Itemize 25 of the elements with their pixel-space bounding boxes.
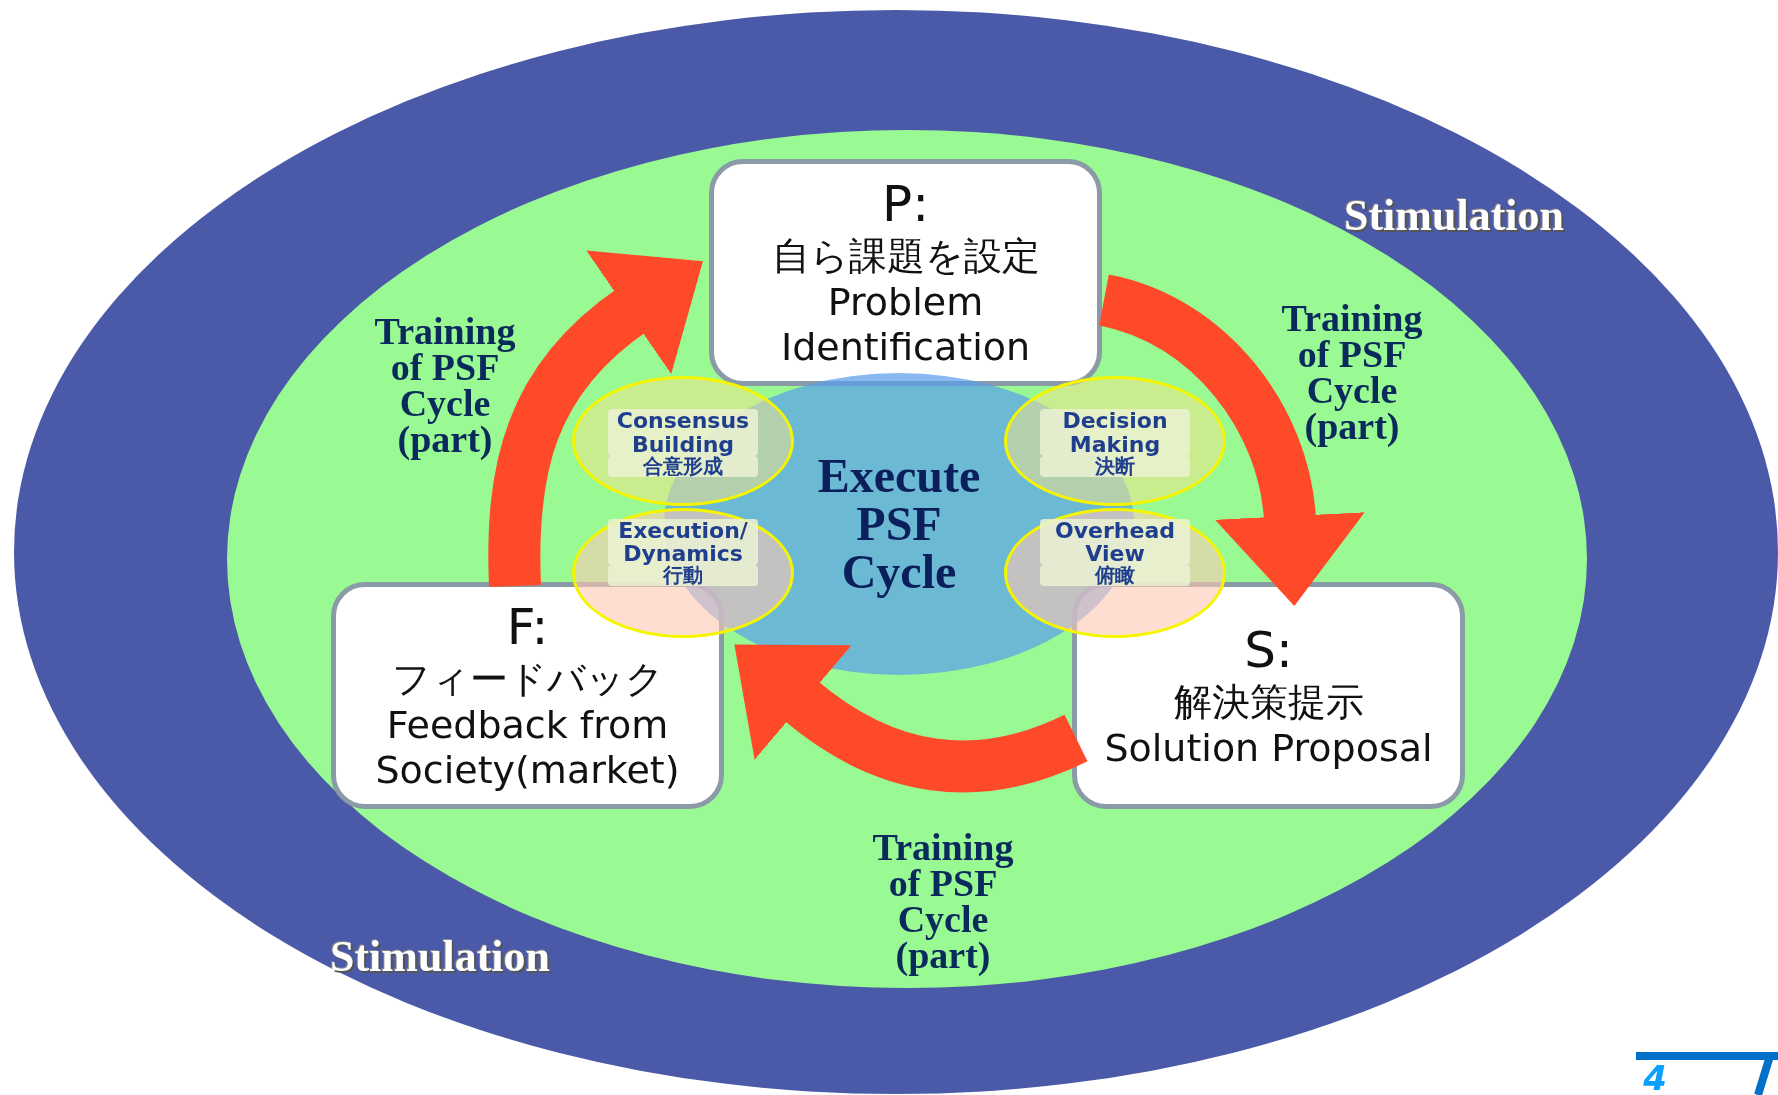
center-title: Execute PSF Cycle	[816, 452, 982, 596]
edge-label: Training of PSF Cycle (part)	[373, 312, 517, 458]
ellipse-label: Overhead View	[1040, 519, 1190, 566]
page-number: 4	[1643, 1058, 1667, 1095]
band-label: Stimulation	[1344, 189, 1564, 241]
japanese-label: 合意形成	[608, 455, 758, 477]
box-letter: P:	[881, 174, 930, 235]
box-label: Problem Identification	[779, 279, 1032, 371]
japanese-label: フィードバック	[390, 657, 665, 703]
japanese-label: 俯瞰	[1040, 565, 1190, 587]
japanese-label: 自ら課題を設定	[770, 234, 1041, 280]
box-letter: F:	[505, 597, 550, 658]
ellipse-label: Decision Making	[1040, 409, 1190, 456]
box-letter: S:	[1243, 619, 1294, 680]
japanese-label: 解決策提示	[1172, 679, 1365, 726]
process-box	[709, 159, 1102, 386]
edge-label: Training of PSF Cycle (part)	[871, 828, 1015, 974]
box-label: Feedback from Society(market)	[374, 702, 681, 794]
ellipse-label: Consensus Building	[608, 409, 758, 456]
edge-label: Training of PSF Cycle (part)	[1280, 299, 1424, 445]
band-label: Stimulation	[330, 930, 550, 982]
box-label: Solution Proposal	[1103, 725, 1434, 772]
japanese-label: 決断	[1040, 455, 1190, 477]
japanese-label: 行動	[608, 565, 758, 587]
ellipse-label: Execution/ Dynamics	[608, 519, 758, 566]
